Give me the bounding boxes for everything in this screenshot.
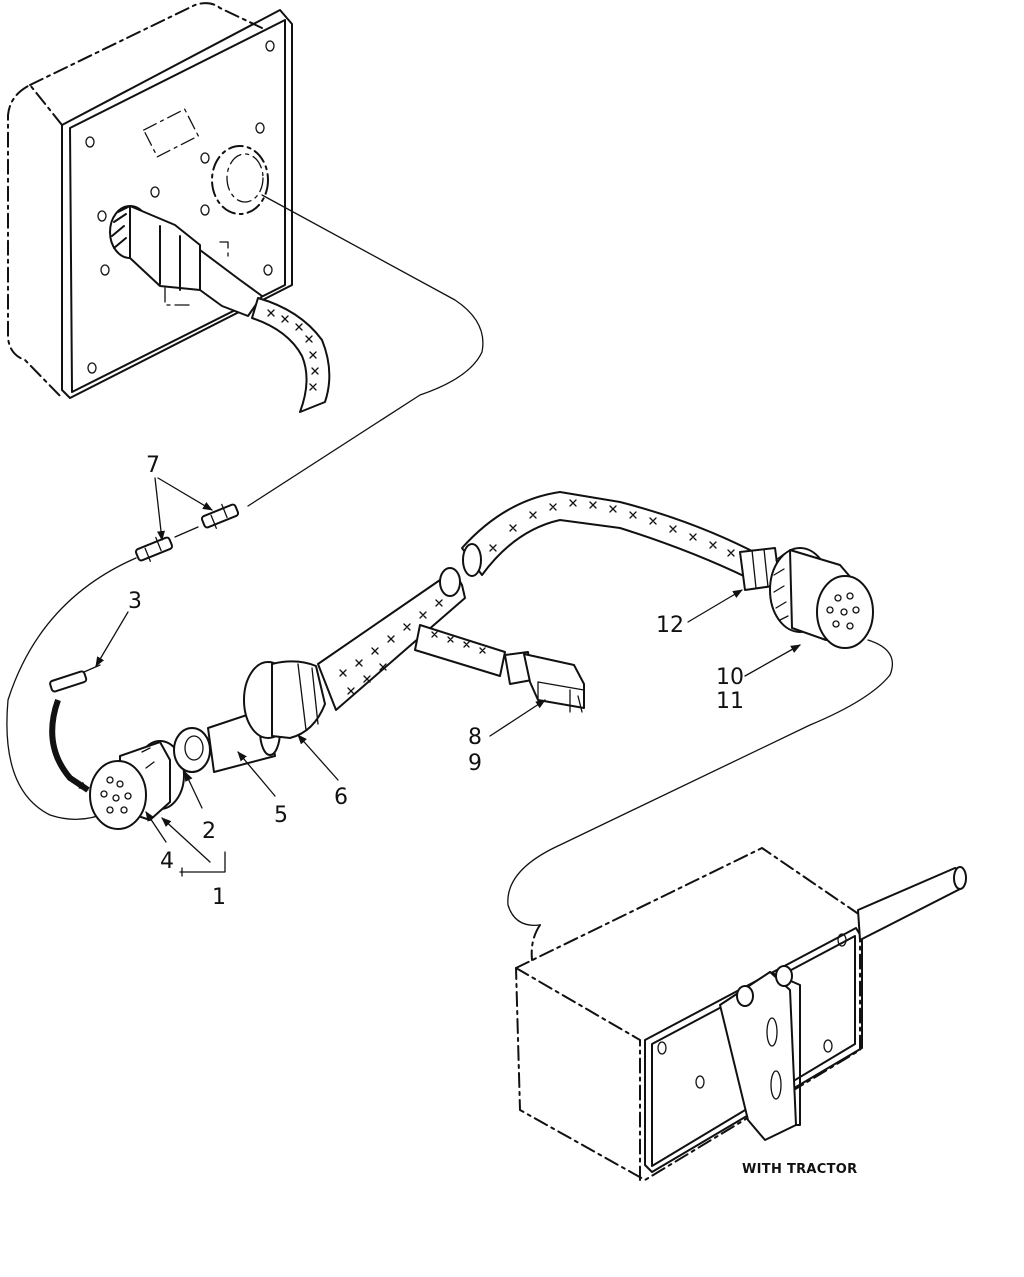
- harness-braid-marks-right: [489, 499, 735, 557]
- small-connector: [504, 651, 585, 713]
- jacket-braid-marks: [267, 309, 319, 391]
- lower-box-housing: [515, 847, 861, 1181]
- callout-12: 12: [656, 613, 684, 638]
- bracket-bolt-right: [775, 965, 793, 987]
- upper-cable-jacket: [251, 297, 331, 413]
- wire-connector-to-lower-box: [507, 639, 894, 926]
- grommet-ring: [173, 727, 211, 773]
- callout-5: 5: [274, 803, 288, 828]
- callout-7: 7: [146, 453, 160, 478]
- mounting-bracket: [719, 971, 797, 1141]
- callout-3: 3: [128, 589, 142, 614]
- bracket-slot-lower: [770, 1070, 782, 1100]
- lower-box-cable: [857, 867, 965, 941]
- wire-loop-left: [6, 557, 137, 820]
- lower-box-cable-end: [953, 866, 967, 890]
- leader-lines: [95, 477, 801, 877]
- callout-2: 2: [202, 819, 216, 844]
- callout-1: 1: [212, 885, 226, 910]
- left-connector: [89, 740, 185, 830]
- upper-junction-box: [7, 2, 331, 413]
- callout-8: 8: [468, 725, 482, 750]
- bracket-bolt-left: [736, 985, 754, 1007]
- harness-cut-end-right: [462, 543, 482, 577]
- cable-boot: [243, 660, 326, 739]
- callout-labels: 7 3 2 4 1 5 6 8 9 12 10 11: [128, 453, 744, 910]
- nameplate-outline: [143, 108, 199, 158]
- upper-box-housing-top: [29, 2, 263, 86]
- round-connector: [739, 547, 874, 649]
- round-connector-pin-holes: [826, 592, 860, 630]
- wire-upper-to-splice: [247, 194, 484, 507]
- harness-braid-marks-left: [339, 599, 443, 695]
- hidden-receptacle-inner: [226, 153, 264, 203]
- callout-4: 4: [160, 849, 174, 874]
- splice-pins: [134, 503, 240, 562]
- callout-10: 10: [716, 665, 744, 690]
- lower-box-gland: [530, 924, 541, 961]
- branch-braid-marks: [431, 631, 486, 654]
- lower-box-edge: [515, 967, 641, 1181]
- upper-plug-connector: [109, 205, 263, 317]
- upper-box-panel: [69, 19, 286, 393]
- left-connector-pin-holes: [100, 776, 132, 814]
- harness-jacket-right: [461, 491, 751, 579]
- hidden-receptacle: [211, 145, 269, 215]
- lower-panel-screw-holes: [657, 933, 847, 1089]
- upper-box-panel-edge: [61, 9, 293, 399]
- callout-11: 11: [716, 689, 744, 714]
- callout-6: 6: [334, 785, 348, 810]
- panel-screw-holes: [85, 40, 275, 374]
- contact-pin: [49, 664, 101, 693]
- harness-cut-end-left: [439, 567, 461, 597]
- caption-with-tractor: WITH TRACTOR: [742, 1162, 857, 1177]
- wire-splice-gap: [174, 526, 199, 538]
- lower-junction-box: [515, 847, 967, 1181]
- lower-box-panel: [644, 927, 863, 1173]
- insertion-arrow: [49, 698, 90, 793]
- upper-box-housing-left: [7, 84, 63, 399]
- branch-jacket: [414, 624, 506, 677]
- callout-9: 9: [468, 751, 482, 776]
- bracket-slot-upper: [766, 1017, 778, 1047]
